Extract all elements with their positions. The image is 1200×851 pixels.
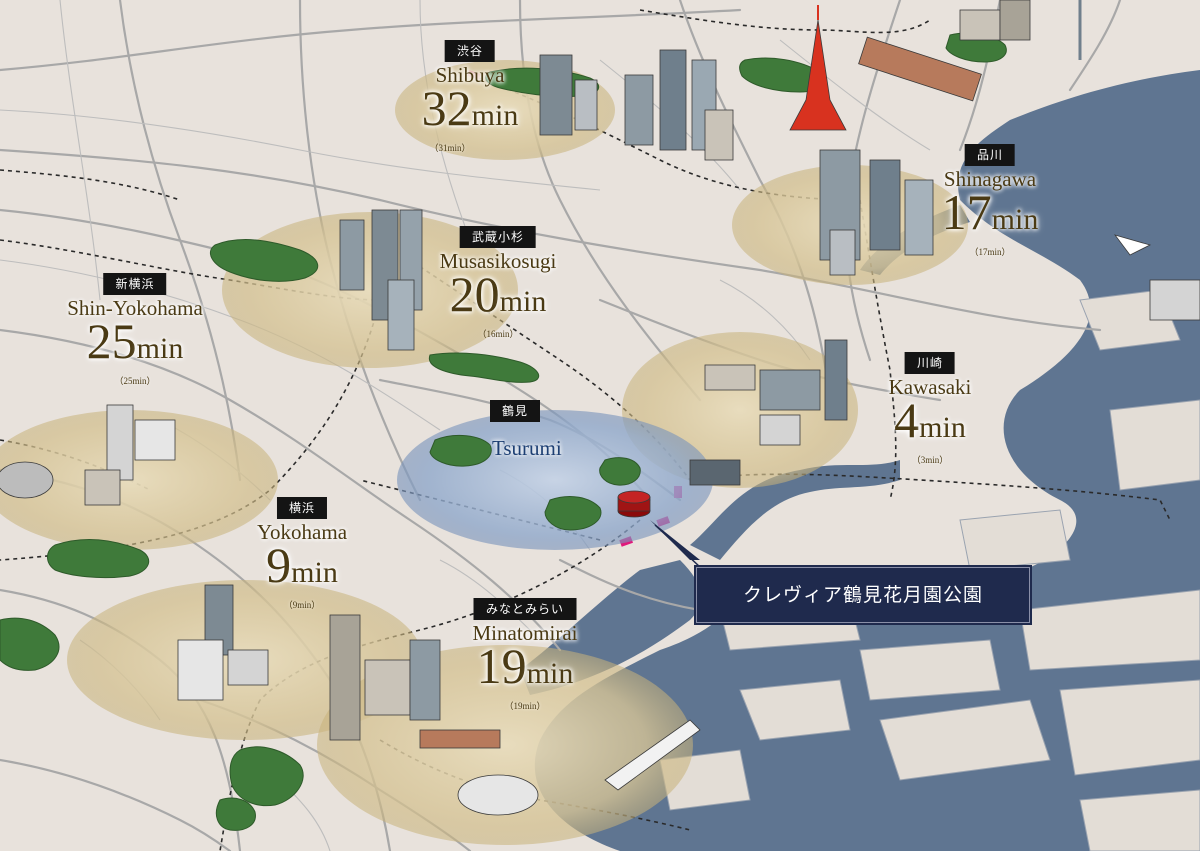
alt-travel-time: （31min） (429, 143, 471, 153)
travel-time: 9min (257, 540, 347, 600)
travel-time-number: 17 (941, 184, 992, 240)
landmark-buildings (0, 0, 1200, 816)
alt-travel-time: （17min） (969, 247, 1011, 257)
travel-time-unit: min (526, 657, 574, 690)
alt-travel-time: （9min） (283, 600, 321, 610)
station-jp-tag: 品川 (964, 144, 1016, 166)
station-minatomirai: みなとみらい Minatomirai 19min （19min） (472, 598, 578, 711)
travel-time-unit: min (499, 285, 547, 318)
station-shibuya: 渋谷 Shibuya 32min （31min） (422, 40, 519, 153)
station-en-name: Minatomirai (472, 621, 578, 645)
station-en-name: Shibuya (435, 63, 505, 87)
station-yokohama: 横浜 Yokohama 9min （9min） (257, 497, 347, 610)
travel-time: 4min (889, 395, 972, 455)
alt-travel-time: （19min） (504, 701, 546, 711)
alt-travel-time: （3min） (911, 455, 949, 465)
travel-time-number: 32 (421, 80, 472, 136)
station-jp-tag: 川崎 (904, 352, 955, 374)
station-jp-tag: みなとみらい (473, 598, 577, 620)
travel-time: 19min (473, 641, 578, 701)
travel-time-number: 25 (86, 313, 137, 369)
station-jp-tag: 武蔵小杉 (459, 226, 536, 248)
station-en-name: Shinagawa (943, 167, 1037, 191)
station-en-name: Yokohama (256, 520, 348, 544)
travel-time-number: 19 (476, 638, 527, 694)
station-jp-tag: 渋谷 (444, 40, 496, 62)
travel-time-unit: min (991, 203, 1039, 236)
travel-time: 20min (440, 269, 557, 329)
travel-time: 25min (67, 316, 203, 376)
alt-travel-time: （25min） (114, 376, 156, 386)
station-en-name: Kawasaki (888, 375, 972, 399)
travel-time-number: 9 (266, 537, 292, 593)
station-en-name: Shin-Yokohama (67, 296, 203, 320)
travel-time-unit: min (291, 556, 338, 589)
travel-time-unit: min (919, 411, 966, 444)
station-en-name: Musasikosugi (439, 249, 557, 273)
station-shin-yokohama: 新横浜 Shin-Yokohama 25min （25min） (67, 273, 203, 386)
station-jp-tag: 新横浜 (103, 273, 167, 295)
origin-station-en-name: Tsurumi (492, 436, 562, 460)
property-name-box: クレヴィア鶴見花月園公園 (696, 567, 1030, 623)
travel-time-number: 20 (449, 266, 500, 322)
origin-station-jp-tag: 鶴見 (490, 400, 541, 422)
travel-time: 17min (942, 187, 1039, 247)
alt-travel-time: （16min） (477, 329, 519, 339)
station-jp-tag: 横浜 (276, 497, 328, 519)
travel-time-unit: min (136, 332, 184, 365)
station-shinagawa: 品川 Shinagawa 17min （17min） (942, 144, 1039, 257)
travel-time-unit: min (471, 99, 519, 132)
travel-time-number: 4 (894, 392, 920, 448)
station-kawasaki: 川崎 Kawasaki 4min （3min） (888, 352, 972, 465)
travel-time: 32min (422, 83, 519, 143)
station-musasikosugi: 武蔵小杉 Musasikosugi 20min （16min） (439, 226, 557, 339)
